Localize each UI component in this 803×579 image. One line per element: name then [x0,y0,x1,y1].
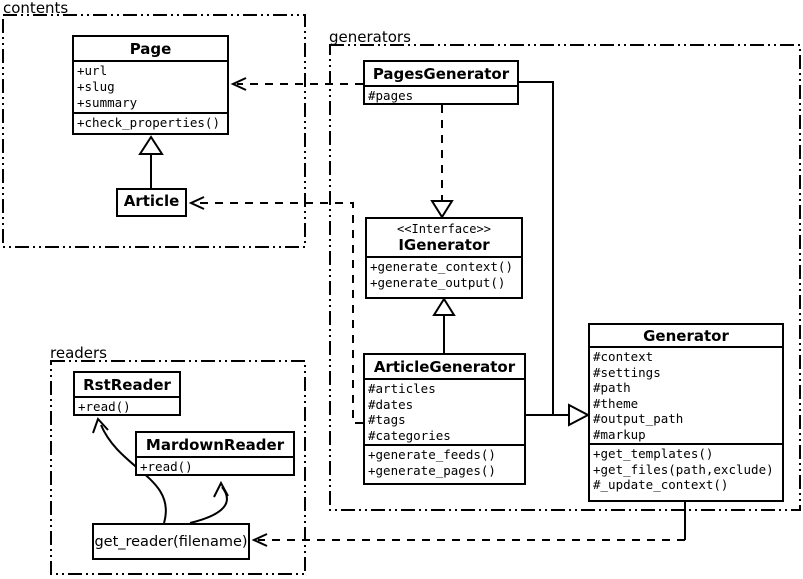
articlegenerator-attributes-section: #articles #dates #tags #categories [365,378,524,444]
page-attributes-section: +url +slug +summary [74,60,227,112]
articlegenerator-methods-section: +generate_feeds() +generate_pages() [365,444,524,479]
class-box-article: Article [116,188,187,217]
class-box-mardownreader: MardownReader +read() [135,431,295,476]
attribute: #theme [593,395,639,411]
dependency-arrow-pagesgenerator-to-page [230,77,363,91]
method: +get_files(path,exclude) [593,461,774,477]
method: #_update_context() [593,477,729,492]
realization-arrow-pagesgenerator-to-igenerator [430,105,454,219]
class-box-rstreader: RstReader +read() [73,371,181,416]
igenerator-methods-section: +generate_context() +generate_output() [367,256,521,292]
attribute: #articles [368,381,436,396]
class-title-igenerator: IGenerator [398,236,490,254]
generator-attributes-section: #context #settings #path #theme #output_… [590,346,782,443]
method: +check_properties() [77,115,220,130]
generator-methods-section: +get_templates() +get_files(path,exclude… [590,443,782,494]
class-box-articlegenerator: ArticleGenerator #articles #dates #tags … [363,353,526,485]
class-box-page: Page +url +slug +summary +check_properti… [72,35,229,135]
class-box-generator: Generator #context #settings #path #them… [588,323,784,502]
class-title-articlegenerator: ArticleGenerator [373,358,516,376]
attribute: #settings [593,364,661,380]
page-methods-section: +check_properties() [74,112,227,132]
generators-package-label: generators [329,28,411,46]
attribute: #path [593,380,631,395]
inheritance-arrow-article-to-page [138,135,164,188]
class-title-rstreader: RstReader [83,376,171,394]
class-title-pagesgenerator: PagesGenerator [372,65,510,83]
attribute: #pages [368,88,414,103]
method: +read() [140,459,193,474]
rstreader-methods-section: +read() [75,396,179,414]
attribute: +url [77,63,108,78]
class-box-pagesgenerator: PagesGenerator #pages [363,60,519,105]
class-title-generator: Generator [643,327,729,345]
attribute: #output_path [593,411,684,426]
dependency-arrow-generator-to-getreader [251,502,686,547]
dependency-arrow-articlegenerator-to-article [188,196,363,424]
call-arrow-getreader-to-mardownreader [189,480,229,524]
inheritance-arrow-generators-to-generator [519,81,591,427]
get-reader-function-box: get_reader(filename) [92,523,250,560]
pagesgenerator-attributes-section: #pages [365,85,517,103]
inheritance-arrow-articlegenerator-to-igenerator [432,297,456,353]
get-reader-label: get_reader(filename) [94,533,248,550]
mardownreader-methods-section: +read() [137,456,293,474]
attribute: #tags [368,412,406,427]
class-box-igenerator: <<Interface>> IGenerator +generate_conte… [365,217,523,299]
readers-package-label: readers [50,344,107,362]
attribute: +slug [77,79,115,94]
method: +get_templates() [593,446,714,461]
attribute: +summary [77,95,138,110]
attribute: #dates [368,396,414,412]
class-title-mardownreader: MardownReader [145,436,285,454]
method: +generate_pages() [368,462,496,478]
method: +generate_feeds() [368,447,496,462]
method: +read() [78,399,131,414]
method: +generate_context() [370,259,513,274]
method: +generate_output() [370,275,506,290]
attribute: #categories [368,427,451,443]
attribute: #markup [593,426,646,442]
contents-package-label: contents [3,0,69,17]
class-title-article: Article [123,192,180,210]
igenerator-stereotype: <<Interface>> [397,222,491,236]
class-title-page: Page [129,40,172,58]
attribute: #context [593,349,654,364]
